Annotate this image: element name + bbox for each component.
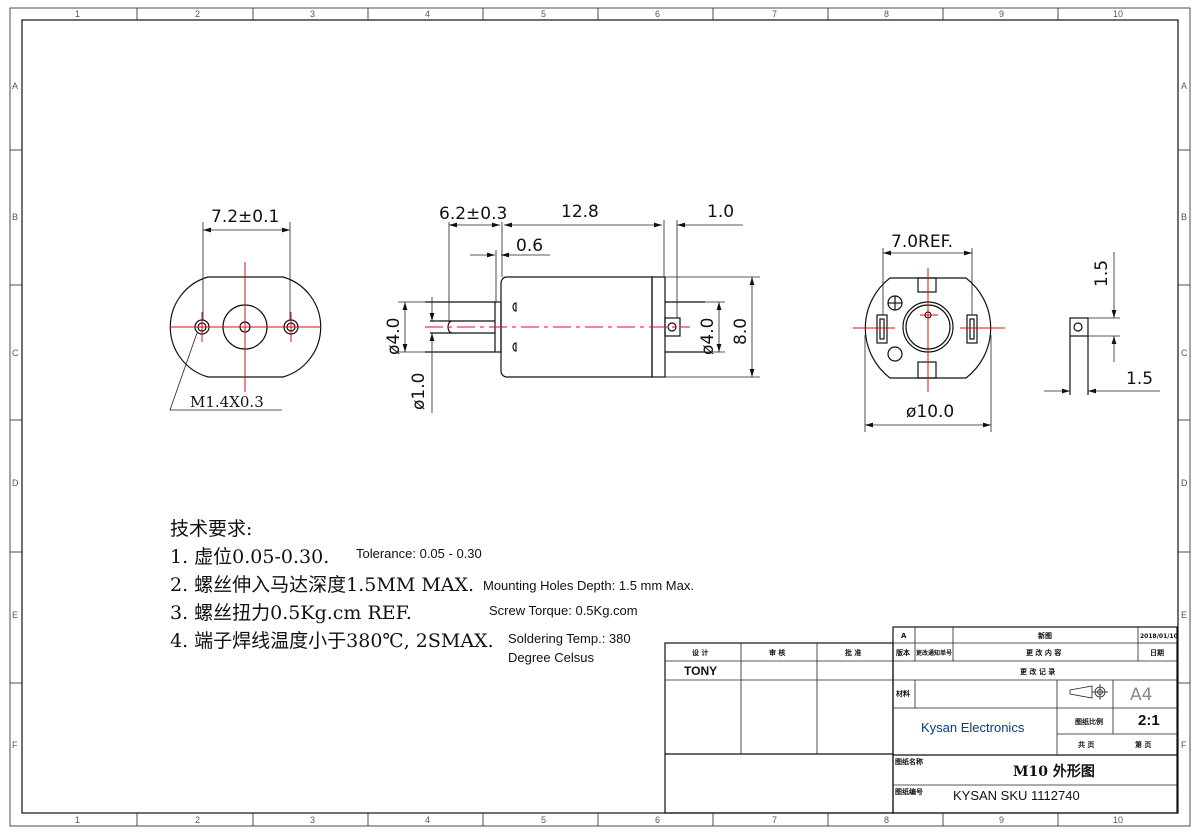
column-label: 7 (772, 815, 777, 825)
projection-symbol-icon (1069, 684, 1108, 700)
row-label: E (12, 610, 18, 620)
frame-row-labels: A B C D E F A B C D E F (12, 81, 1188, 750)
frame-column-labels: 1 2 3 4 5 6 7 8 9 10 1 2 3 4 5 6 7 8 9 1… (75, 9, 1123, 825)
note-translation: Mounting Holes Depth: 1.5 mm Max. (483, 578, 694, 593)
column-label: 1 (75, 9, 80, 19)
revision-date: 2018/01/10 (1140, 633, 1178, 640)
column-label: 5 (541, 815, 546, 825)
rear-boss-diameter-dimension: ø4.0 (698, 318, 718, 355)
design-label: 设 计 (692, 648, 708, 657)
version-label: 版本 (896, 648, 910, 657)
note-translation: Soldering Temp.: 380 (508, 631, 631, 646)
column-label: 4 (425, 9, 430, 19)
approve-label: 批 准 (845, 648, 861, 657)
row-label: C (12, 348, 19, 358)
scale-label: 图纸比例 (1075, 717, 1103, 726)
note-translation: Screw Torque: 0.5Kg.com (489, 603, 638, 618)
row-label: B (1181, 212, 1187, 222)
row-label: C (1181, 348, 1188, 358)
column-label: 3 (310, 815, 315, 825)
company-name: Kysan Electronics (921, 720, 1025, 735)
ref-dimension: 7.0REF. (891, 232, 953, 252)
column-label: 1 (75, 815, 80, 825)
column-label: 3 (310, 9, 315, 19)
row-label: D (12, 478, 19, 488)
note-translation: Tolerance: 0.05 - 0.30 (356, 546, 482, 561)
row-label: F (12, 740, 18, 750)
column-label: 9 (999, 9, 1004, 19)
column-label: 6 (655, 815, 660, 825)
note-item: 3. 螺丝扭力0.5Kg.cm REF. (170, 602, 412, 624)
body-length-dimension: 12.8 (561, 202, 599, 222)
change-no-label: 更改通知单号 (916, 649, 952, 657)
column-label: 7 (772, 9, 777, 19)
row-label: D (1181, 478, 1188, 488)
revision-letter: A (901, 632, 907, 640)
drawing-name: M10 外形图 (1013, 763, 1095, 780)
terminal-detail: 1.5 1.5 (1044, 252, 1160, 395)
change-content-label: 更 改 内 容 (1026, 648, 1061, 657)
title-block: 设 计 审 核 批 准 TONY A 新图 2018/01/10 版本 更改通知… (664, 626, 1178, 814)
note-item: 2. 螺丝伸入马达深度1.5MM MAX. (170, 574, 474, 596)
column-label: 6 (655, 9, 660, 19)
technical-requirements: 技术要求: 1. 虚位0.05-0.30. Tolerance: 0.05 - … (170, 518, 694, 665)
thread-label: M1.4X0.3 (190, 393, 264, 411)
column-label: 10 (1113, 9, 1123, 19)
column-label: 9 (999, 815, 1004, 825)
note-translation: Degree Celsus (508, 650, 594, 665)
note-item: 4. 端子焊线温度小于380℃, 2SMAX. (170, 630, 494, 652)
rear-dimension: 1.0 (707, 202, 734, 222)
row-label: A (1181, 81, 1187, 91)
body-height-dimension: 8.0 (731, 318, 751, 345)
column-label: 8 (884, 9, 889, 19)
drawing-frame (9, 7, 1191, 827)
side-view: 6.2±0.3 12.8 1.0 0.6 ø4.0 ø1.0 ø4.0 8.0 (384, 202, 760, 413)
column-label: 5 (541, 9, 546, 19)
drawing-name-label: 图纸名称 (895, 757, 923, 766)
shaft-length-dimension: 6.2±0.3 (439, 204, 507, 224)
column-label: 4 (425, 815, 430, 825)
column-label: 8 (884, 815, 889, 825)
paper-size: A4 (1130, 685, 1152, 705)
width-dimension: 7.2±0.1 (211, 207, 279, 227)
designer-name: TONY (684, 664, 717, 678)
row-label: B (12, 212, 18, 222)
total-pages-label: 共 页 (1078, 740, 1094, 749)
notes-heading: 技术要求: (170, 518, 252, 540)
revision-description: 新图 (1038, 631, 1052, 640)
scale-value: 2:1 (1138, 712, 1160, 729)
shaft-diameter-dimension: ø1.0 (409, 373, 429, 410)
column-label: 10 (1113, 815, 1123, 825)
row-label: A (12, 81, 18, 91)
row-label: E (1181, 610, 1187, 620)
column-label: 2 (195, 815, 200, 825)
boss-dimension: 0.6 (516, 236, 543, 256)
drawing-number: KYSAN SKU 1112740 (953, 788, 1080, 803)
row-label: F (1181, 740, 1187, 750)
boss-diameter-dimension: ø4.0 (384, 318, 404, 355)
column-label: 2 (195, 9, 200, 19)
rear-view: 7.0REF. ø10.0 (853, 232, 1005, 432)
diameter-dimension: ø10.0 (906, 402, 954, 422)
change-record-label: 更 改 记 录 (1020, 667, 1055, 676)
date-label: 日期 (1150, 648, 1164, 657)
terminal-height-dimension: 1.5 (1092, 260, 1112, 287)
front-view: 7.2±0.1 M1.4X0.3 (169, 207, 322, 411)
page-label: 第 页 (1135, 740, 1151, 749)
material-label: 材料 (895, 689, 910, 698)
review-label: 审 核 (769, 648, 785, 657)
note-item: 1. 虚位0.05-0.30. (170, 546, 329, 568)
drawing-no-label: 图纸编号 (895, 787, 923, 796)
terminal-width-dimension: 1.5 (1126, 369, 1153, 389)
